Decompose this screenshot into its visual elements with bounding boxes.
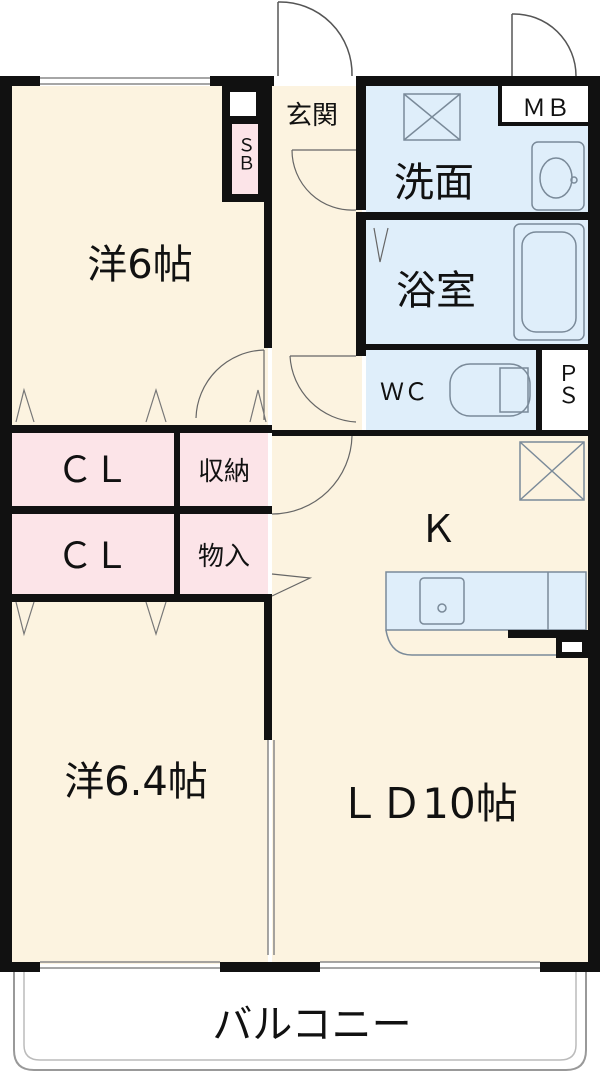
bathroom-floor — [366, 220, 588, 344]
closet-door-markers — [15, 387, 267, 637]
shoe-box-slot — [230, 92, 256, 116]
label-western-room-bottom: 洋6.4帖 — [64, 759, 208, 805]
label-closet-top: ＣＬ — [57, 450, 129, 491]
label-balcony: バルコニー — [212, 1002, 411, 1048]
label-bathroom: 浴室 — [396, 268, 476, 314]
walls — [0, 76, 600, 972]
balcony-floor — [14, 974, 586, 1070]
label-washroom: 洗面 — [394, 160, 474, 206]
label-storeroom: 物入 — [198, 542, 250, 572]
label-meter-box: ＭＢ — [522, 94, 570, 122]
label-kitchen: Ｋ — [419, 507, 457, 551]
label-pipe-space: ＰＳ — [554, 362, 579, 406]
balcony-outline-inner — [23, 966, 577, 1061]
shoe-box-label-bg — [232, 124, 258, 194]
door-swings — [195, 149, 389, 597]
kitchen-partition — [508, 630, 588, 638]
label-toilet: ＷＣ — [380, 378, 428, 406]
balcony-outline — [13, 966, 587, 1071]
living-dining-floor — [272, 434, 588, 962]
western-room-bottom-floor — [12, 596, 268, 964]
closet-bottom-floor — [12, 514, 174, 594]
room-labels: 洋6帖 洋6.4帖 ＣＬ ＣＬ 収納 物入 玄関 ＳＢ 洗面 浴室 ＷＣ ＭＢ … — [57, 94, 579, 1048]
floor-fills — [12, 86, 588, 1070]
label-living-dining: ＬＤ10帖 — [338, 779, 517, 828]
entrance-doors — [277, 1, 577, 77]
label-western-room-top: 洋6帖 — [87, 242, 192, 288]
label-entrance: 玄関 — [286, 101, 338, 131]
kitchen-post-inner — [562, 642, 582, 652]
pipe-space — [542, 350, 588, 430]
storeroom-floor — [180, 514, 268, 594]
label-closet-bottom: ＣＬ — [57, 536, 129, 577]
corridor-floor — [272, 86, 362, 436]
label-shoe-box: ＳＢ — [235, 136, 256, 172]
closet-top-floor — [12, 431, 174, 506]
meter-box — [502, 86, 588, 124]
storage-floor — [180, 431, 268, 506]
windows — [40, 77, 540, 969]
label-storage: 収納 — [198, 457, 250, 487]
fixtures — [385, 93, 587, 656]
